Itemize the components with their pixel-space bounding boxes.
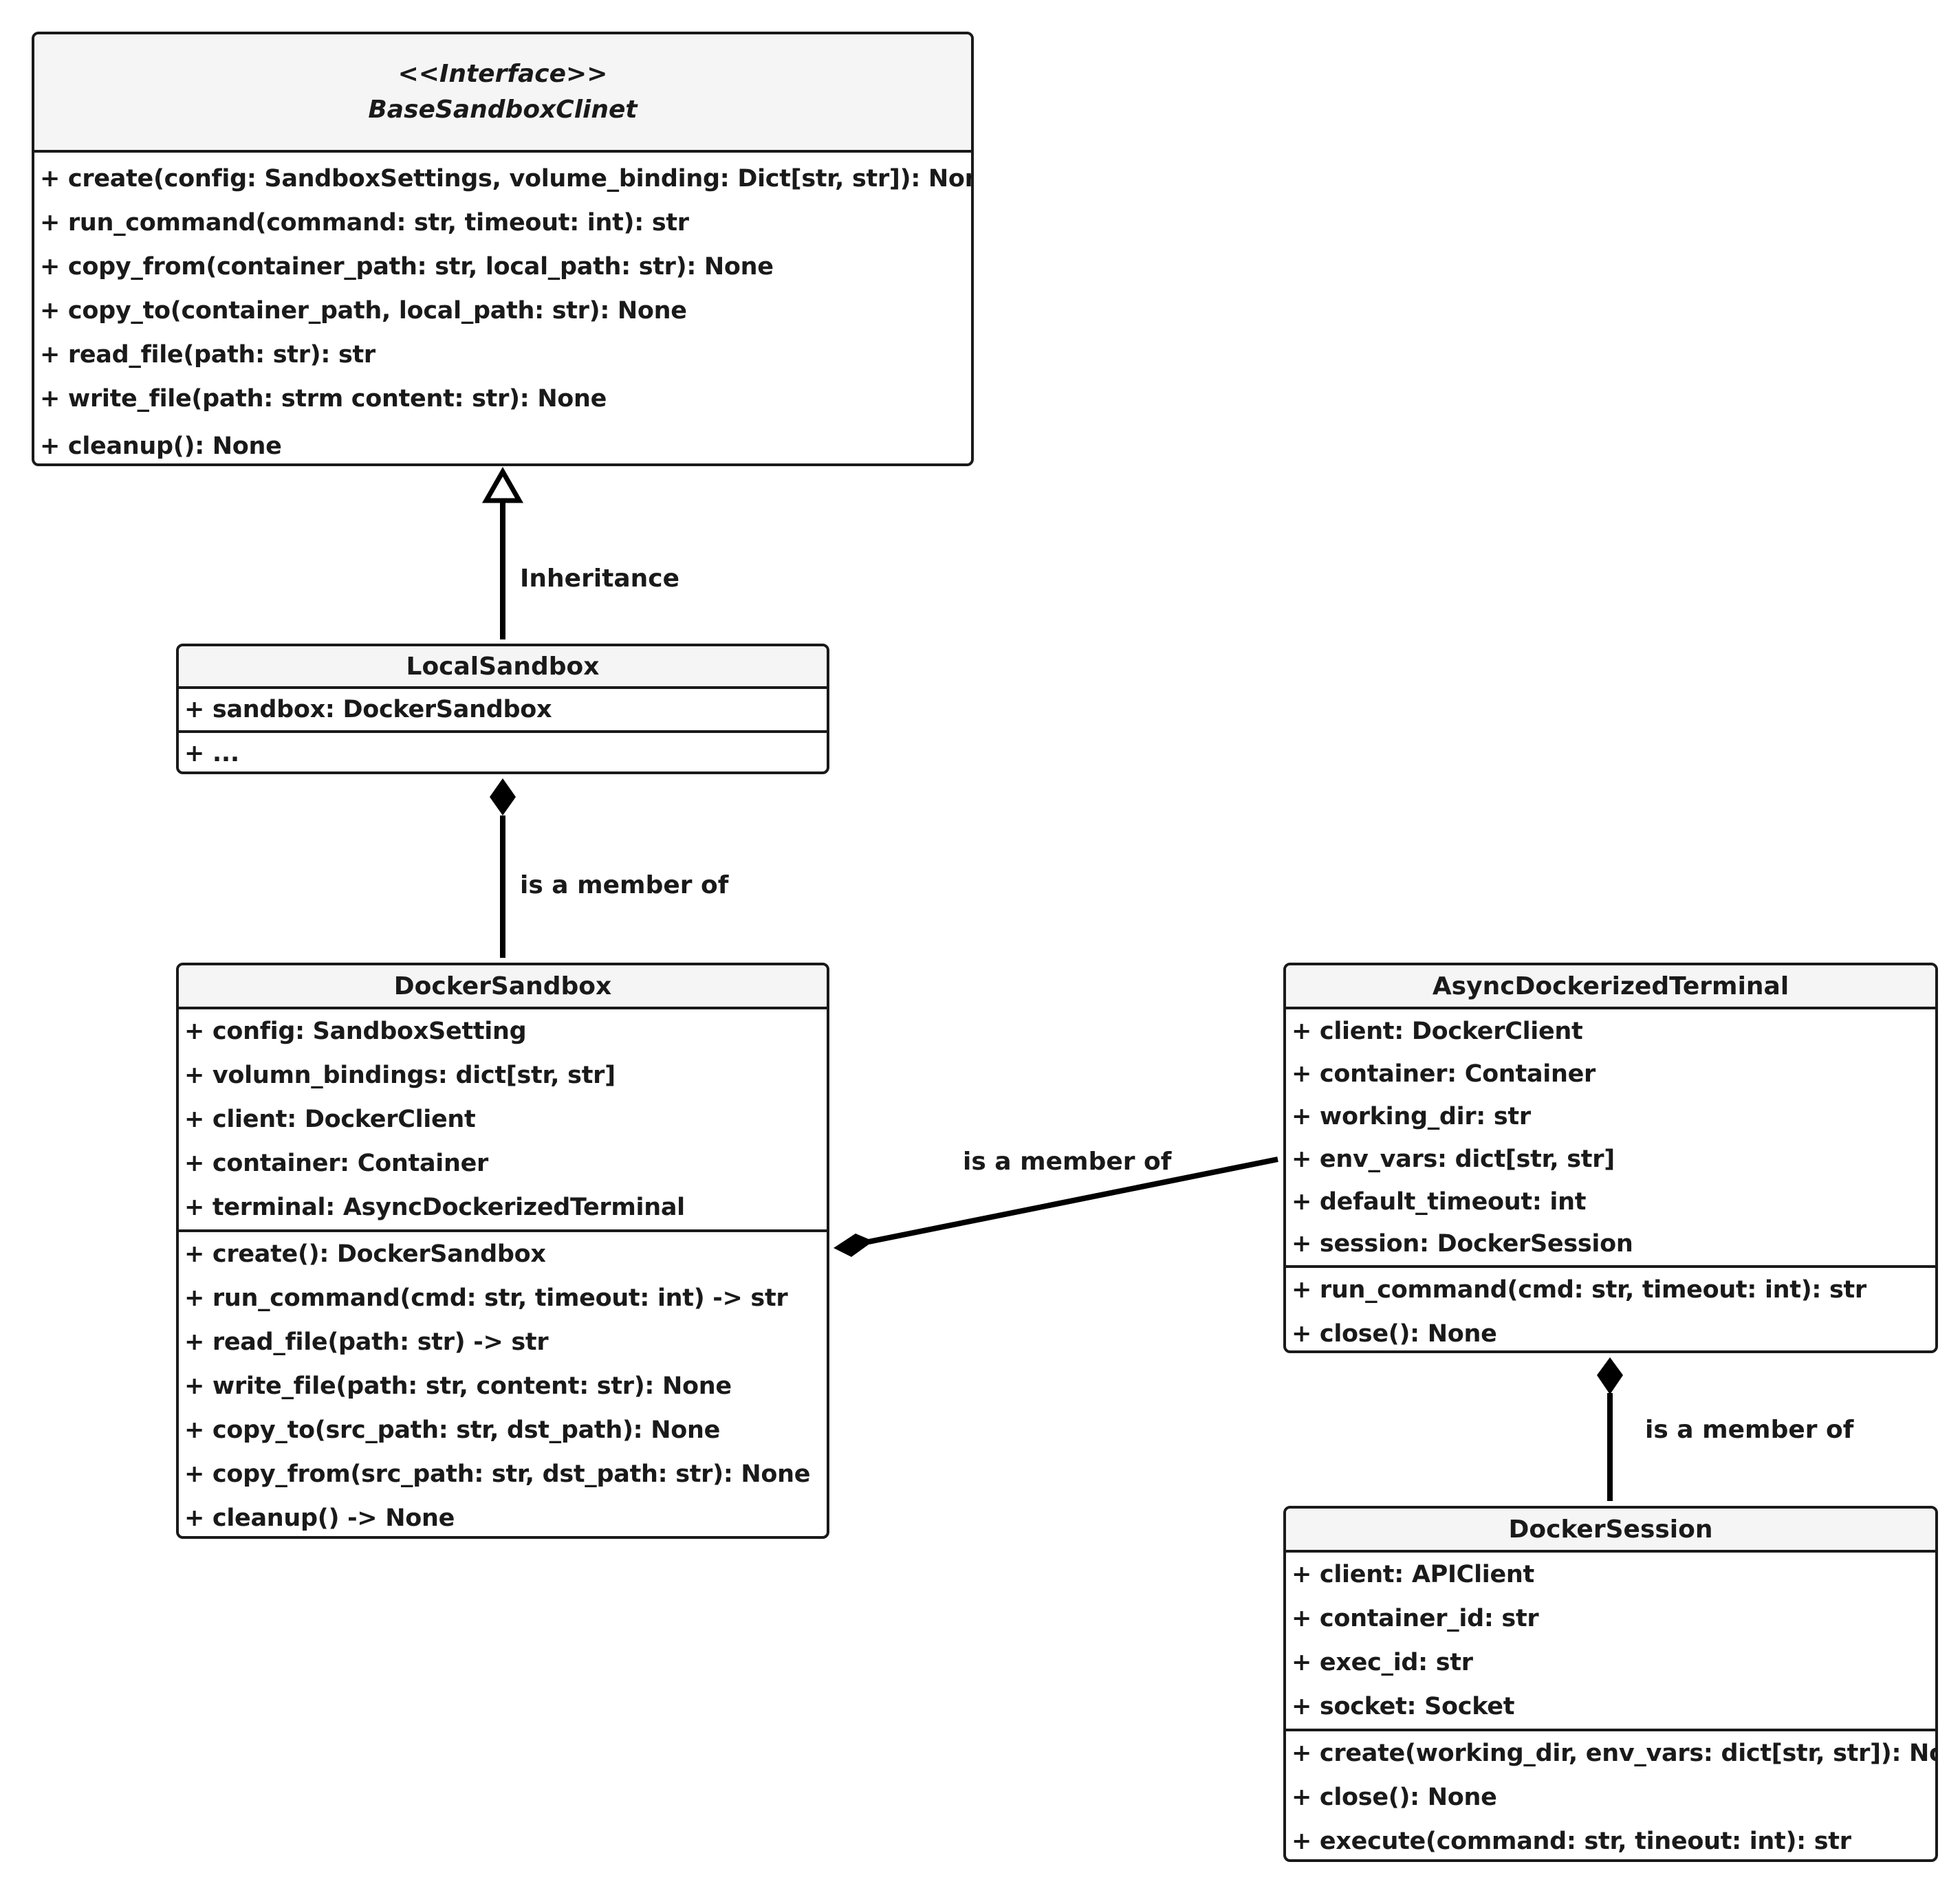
- composition-label-docker: is a member of: [963, 1148, 1172, 1176]
- class-name: LocalSandbox: [406, 652, 600, 681]
- attribute: + container: Container: [184, 1150, 488, 1177]
- class-async-dockerized-terminal: AsyncDockerizedTerminal + client: Docker…: [1283, 963, 1938, 1353]
- attribute: + client: DockerClient: [184, 1106, 476, 1133]
- class-name: AsyncDockerizedTerminal: [1432, 972, 1789, 1000]
- stereotype-label: <<Interface>>: [398, 60, 608, 88]
- methods-section: + create(working_dir, env_vars: dict[str…: [1286, 1731, 1938, 1859]
- methods-section: + create(config: SandboxSettings, volume…: [34, 153, 974, 463]
- inheritance-label: Inheritance: [520, 565, 680, 593]
- method: + read_file(path: str): str: [40, 341, 375, 369]
- attribute: + socket: Socket: [1292, 1693, 1515, 1720]
- method: + write_file(path: strm content: str): N…: [40, 385, 607, 413]
- method: + copy_to(src_path: str, dst_path): None: [184, 1416, 721, 1444]
- attribute: + client: DockerClient: [1292, 1018, 1583, 1045]
- inheritance-arrowhead: [481, 466, 524, 503]
- class-header: DockerSandbox: [179, 965, 827, 1009]
- method: + create(config: SandboxSettings, volume…: [40, 165, 974, 193]
- methods-section: + ...: [179, 733, 827, 771]
- composition-label-terminal: is a member of: [1645, 1416, 1854, 1444]
- class-base-sandbox-client: <<Interface>> BaseSandboxClinet + create…: [32, 32, 974, 466]
- methods-section: + run_command(cmd: str, timeout: int): s…: [1286, 1268, 1935, 1350]
- method: + run_command(command: str, timeout: int…: [40, 209, 689, 237]
- attribute: + container: Container: [1292, 1060, 1596, 1088]
- method: + run_command(cmd: str, timeout: int): s…: [1292, 1276, 1866, 1304]
- composition-line-terminal-docker: [868, 1157, 1278, 1245]
- attributes-section: + client: APIClient + container_id: str …: [1286, 1553, 1935, 1731]
- composition-diamond-docker: [834, 1234, 873, 1257]
- class-name: BaseSandboxClinet: [368, 96, 638, 124]
- attribute: + env_vars: dict[str, str]: [1292, 1146, 1615, 1173]
- class-header: LocalSandbox: [179, 646, 827, 689]
- composition-diamond-local: [490, 778, 516, 815]
- attribute: + client: APIClient: [1292, 1561, 1534, 1588]
- method: + cleanup() -> None: [184, 1504, 455, 1532]
- method: + create(): DockerSandbox: [184, 1240, 546, 1268]
- method: + copy_from(src_path: str, dst_path: str…: [184, 1460, 811, 1488]
- method: + execute(command: str, tineout: int): s…: [1292, 1828, 1851, 1855]
- method: + write_file(path: str, content: str): N…: [184, 1372, 732, 1400]
- attribute: + sandbox: DockerSandbox: [184, 696, 552, 723]
- method: + copy_from(container_path: str, local_p…: [40, 253, 774, 281]
- method: + read_file(path: str) -> str: [184, 1328, 549, 1356]
- method: + ...: [184, 740, 239, 767]
- method: + close(): None: [1292, 1320, 1497, 1348]
- class-docker-sandbox: DockerSandbox + config: SandboxSetting +…: [176, 963, 829, 1539]
- attributes-section: + config: SandboxSetting + volumn_bindin…: [179, 1009, 827, 1232]
- class-name: DockerSession: [1508, 1515, 1713, 1544]
- methods-section: + create(): DockerSandbox + run_command(…: [179, 1232, 827, 1536]
- method: + close(): None: [1292, 1784, 1497, 1811]
- class-local-sandbox: LocalSandbox + sandbox: DockerSandbox + …: [176, 644, 829, 774]
- composition-diamond-terminal: [1597, 1357, 1623, 1394]
- class-header: <<Interface>> BaseSandboxClinet: [34, 34, 971, 153]
- class-header: DockerSession: [1286, 1509, 1935, 1553]
- attribute: + volumn_bindings: dict[str, str]: [184, 1062, 616, 1089]
- composition-label-local: is a member of: [520, 871, 729, 899]
- attribute: + config: SandboxSetting: [184, 1018, 527, 1045]
- attributes-section: + client: DockerClient + container: Cont…: [1286, 1009, 1935, 1268]
- attribute: + container_id: str: [1292, 1605, 1539, 1632]
- attributes-section: + sandbox: DockerSandbox: [179, 689, 827, 733]
- class-name: DockerSandbox: [393, 972, 612, 1000]
- method: + copy_to(container_path, local_path: st…: [40, 297, 687, 325]
- attribute: + terminal: AsyncDockerizedTerminal: [184, 1194, 685, 1221]
- method: + create(working_dir, env_vars: dict[str…: [1292, 1740, 1938, 1767]
- attribute: + exec_id: str: [1292, 1649, 1473, 1676]
- class-header: AsyncDockerizedTerminal: [1286, 965, 1935, 1009]
- class-docker-session: DockerSession + client: APIClient + cont…: [1283, 1506, 1938, 1862]
- attribute: + default_timeout: int: [1292, 1188, 1587, 1216]
- attribute: + session: DockerSession: [1292, 1230, 1633, 1258]
- method: + cleanup(): None: [40, 432, 282, 460]
- attribute: + working_dir: str: [1292, 1103, 1531, 1130]
- method: + run_command(cmd: str, timeout: int) ->…: [184, 1284, 788, 1312]
